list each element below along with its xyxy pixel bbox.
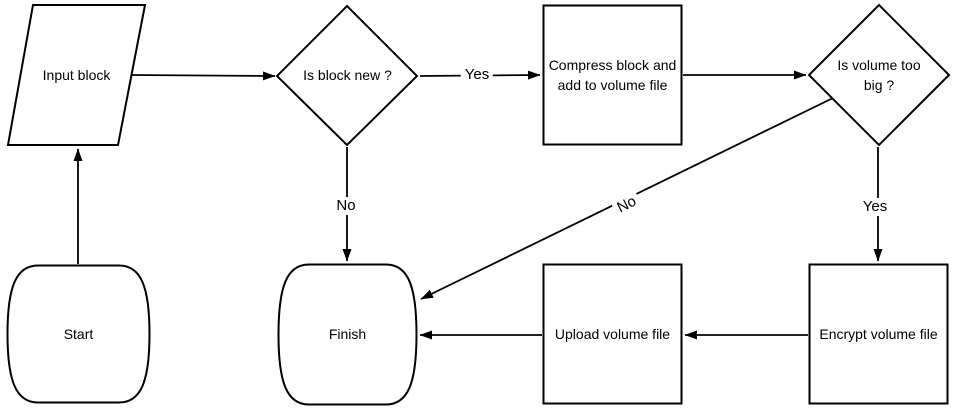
encrypt-volume-file-shape — [808, 263, 949, 405]
edge-is-block-new-yes-to-compress — [419, 70, 541, 80]
decision-is-volume-too-big-shape — [807, 3, 951, 147]
upload-volume-file-shape — [542, 263, 683, 405]
finish-shape — [277, 263, 418, 406]
compress-block-shape — [542, 4, 683, 146]
input-block-shape — [6, 4, 147, 146]
edge-input-block-to-is-block-new — [130, 71, 276, 81]
start-shape — [6, 264, 151, 404]
decision-is-block-new-shape — [275, 4, 419, 147]
